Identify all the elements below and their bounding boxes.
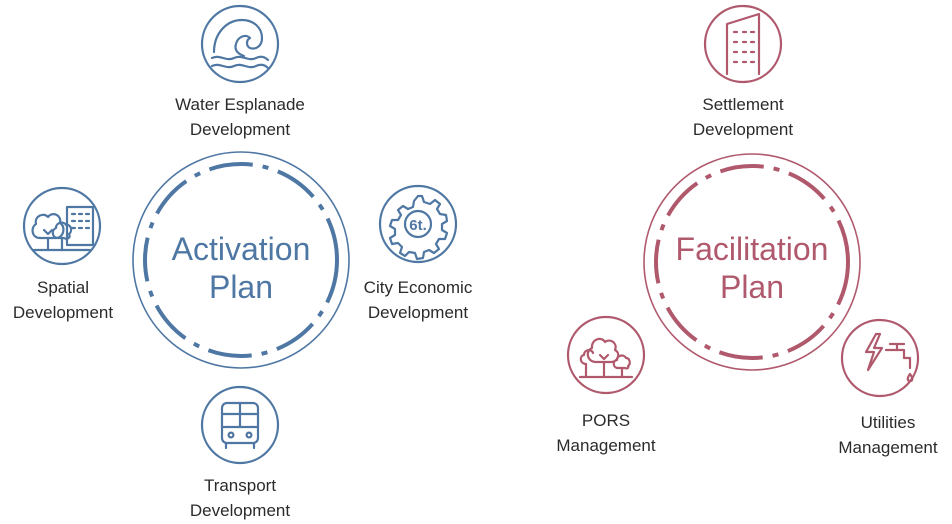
spatial-development-label: Spatial Development bbox=[0, 275, 126, 325]
water-esplanade-line2: Development bbox=[189, 120, 291, 139]
utilities-management-label: Utilities Management bbox=[826, 410, 950, 460]
facilitation-plan-title: Facilitation Plan bbox=[642, 230, 862, 306]
lightning-faucet-icon bbox=[840, 318, 920, 398]
spatial-line1: Spatial bbox=[37, 278, 89, 297]
utilities-line2: Management bbox=[838, 438, 938, 457]
water-esplanade-line1: Water Esplanade bbox=[175, 95, 305, 114]
transport-line2: Development bbox=[189, 501, 291, 520]
city-economic-line1: City Economic bbox=[363, 278, 473, 297]
pors-management-label: PORS Management bbox=[536, 408, 676, 458]
activation-plan-title: Activation Plan bbox=[141, 230, 341, 306]
facilitation-plan-circle bbox=[643, 153, 861, 371]
transport-development-label: Transport Development bbox=[170, 473, 310, 523]
city-economic-line2: Development bbox=[367, 303, 469, 322]
facilitation-title-line2: Plan bbox=[719, 269, 785, 305]
bus-icon bbox=[200, 385, 280, 465]
activation-plan-circle bbox=[132, 151, 350, 369]
settlement-line1: Settlement bbox=[702, 95, 784, 114]
building-icon bbox=[703, 4, 783, 84]
pors-line1: PORS bbox=[581, 411, 631, 430]
wave-icon bbox=[200, 4, 280, 84]
pors-line2: Management bbox=[556, 436, 656, 455]
facilitation-title-line1: Facilitation bbox=[675, 231, 829, 267]
activation-title-line2: Plan bbox=[208, 269, 274, 305]
gear-currency-symbol: 6t. bbox=[409, 217, 427, 234]
utilities-line1: Utilities bbox=[860, 413, 916, 432]
activation-title-line1: Activation bbox=[171, 231, 311, 267]
settlement-line2: Development bbox=[692, 120, 794, 139]
trees-building-icon bbox=[22, 186, 102, 266]
trees-icon bbox=[566, 315, 646, 395]
transport-line1: Transport bbox=[203, 476, 277, 495]
city-economic-label: City Economic Development bbox=[350, 275, 486, 325]
settlement-development-label: Settlement Development bbox=[673, 92, 813, 142]
water-esplanade-label: Water Esplanade Development bbox=[150, 92, 330, 142]
spatial-line2: Development bbox=[12, 303, 114, 322]
gear-currency-icon bbox=[378, 184, 458, 264]
